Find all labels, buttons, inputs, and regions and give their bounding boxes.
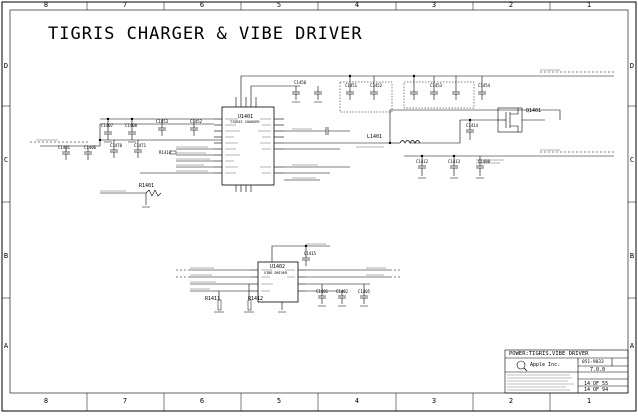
cap-refdes: C1450 xyxy=(294,80,307,85)
column-label: 7 xyxy=(122,397,128,405)
title-block-page: 14 OF 94 xyxy=(584,387,609,393)
r1412-refdes: R1412 xyxy=(248,296,264,302)
row-label: D xyxy=(629,62,635,70)
ground-symbols xyxy=(104,101,484,313)
cap-refdes: C1452 xyxy=(190,119,203,124)
resistor-small xyxy=(169,150,177,155)
cap-refdes: C1480 xyxy=(478,159,491,164)
ic-pin-text-marks xyxy=(225,118,295,292)
column-label: 2 xyxy=(508,1,514,9)
title-block-company: Apple Inc. xyxy=(530,362,561,368)
u1402-type: VIBE DRIVER xyxy=(264,271,288,275)
r1401-refdes: R1401 xyxy=(139,183,155,189)
column-label: 8 xyxy=(43,1,49,9)
column-label: 1 xyxy=(586,397,592,405)
u1402-vibe-driver-ic xyxy=(250,254,306,310)
apple-logo-mark xyxy=(516,360,526,370)
title-block-notes xyxy=(507,374,574,391)
column-label: 5 xyxy=(276,397,282,405)
cap-refdes: C1451 xyxy=(345,83,358,88)
cap-refdes: C1405 xyxy=(358,289,371,294)
row-label: A xyxy=(3,342,9,350)
row-label: B xyxy=(3,252,9,260)
resistor-r1411 xyxy=(217,299,222,311)
title-block-page-title: POWER:TIGRIS,VIBE DRIVER xyxy=(509,351,589,357)
row-label: C xyxy=(3,156,9,164)
u1401-type: TIGRIS CHARGER xyxy=(230,120,260,124)
inductor-l1401 xyxy=(399,140,421,144)
u1401-charger-ic xyxy=(214,97,284,192)
column-label: 6 xyxy=(199,397,205,405)
cap-refdes: C1414 xyxy=(466,123,479,128)
capacitors xyxy=(62,76,486,304)
cap-group-boxes xyxy=(339,81,475,113)
column-label: 3 xyxy=(431,1,437,9)
cap-refdes: C1470 xyxy=(110,143,123,148)
u1401-refdes: U1401 xyxy=(238,114,254,120)
column-label: 3 xyxy=(431,397,437,405)
row-label: B xyxy=(629,252,635,260)
title-block-frame xyxy=(504,349,629,394)
cap-refdes: C1407 xyxy=(101,123,114,128)
mosfet-q1401 xyxy=(497,107,523,133)
column-label: 8 xyxy=(43,397,49,405)
title-block-rev: 7.0.0 xyxy=(590,367,606,373)
column-label: 4 xyxy=(354,1,360,9)
column-label: 6 xyxy=(199,1,205,9)
cap-refdes: C1415 xyxy=(304,251,317,256)
row-label: A xyxy=(629,342,635,350)
cap-refdes: C1401 xyxy=(58,145,71,150)
column-ticks xyxy=(86,2,551,411)
dashed-nets xyxy=(30,71,614,278)
row-label: D xyxy=(3,62,9,70)
q1401-refdes: Q1401 xyxy=(526,108,542,114)
inner-border xyxy=(9,9,629,394)
cap-refdes: C1402 xyxy=(336,289,349,294)
column-label: 1 xyxy=(586,1,592,9)
wires xyxy=(40,75,614,292)
title-block-sheet: 14 OF 55 xyxy=(584,381,609,387)
junction-dots xyxy=(98,74,472,248)
column-label: 4 xyxy=(354,397,360,405)
cap-refdes: C1412 xyxy=(416,159,429,164)
net-label-marks xyxy=(36,69,560,290)
title-block-dwg-no: 051-9833 xyxy=(582,360,604,365)
r1414-refdes: R1414 xyxy=(159,150,172,155)
resistor-r1412 xyxy=(247,299,252,311)
r1411-refdes: R1411 xyxy=(205,296,221,302)
row-label: C xyxy=(629,156,635,164)
row-ticks xyxy=(2,105,636,299)
cap-refdes: C1408 xyxy=(125,123,138,128)
cap-refdes: C1453 xyxy=(430,83,443,88)
cap-refdes: C1401 xyxy=(316,289,329,294)
cap-refdes: C1454 xyxy=(478,83,491,88)
page-title: TIGRIS CHARGER & VIBE DRIVER xyxy=(48,24,363,44)
column-label: 7 xyxy=(122,1,128,9)
cap-refdes: C1406 xyxy=(84,145,97,150)
cap-refdes: C1452 xyxy=(370,83,383,88)
l1401-refdes: L1401 xyxy=(367,134,383,140)
u1402-refdes: U1402 xyxy=(270,264,286,270)
cap-refdes: C1453 xyxy=(156,119,169,124)
resistor-r1401 xyxy=(145,189,162,197)
column-label: 5 xyxy=(276,1,282,9)
cap-refdes: C1413 xyxy=(448,159,461,164)
column-label: 2 xyxy=(508,397,514,405)
cap-refdes: C1471 xyxy=(134,143,147,148)
